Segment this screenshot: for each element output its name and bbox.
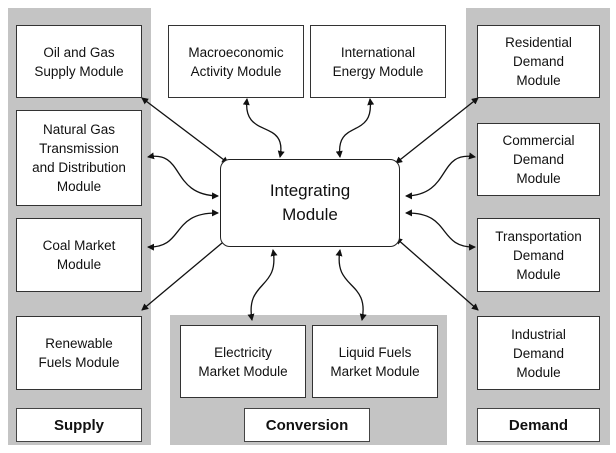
- macroeconomic-activity-module: Macroeconomic Activity Module: [168, 25, 304, 98]
- arrow-international: [335, 98, 375, 158]
- arrow-electricity: [247, 249, 278, 321]
- natural-gas-transmission-module: Natural Gas Transmission and Distributio…: [16, 110, 142, 206]
- residential-demand-module: Residential Demand Module: [477, 25, 600, 98]
- arrow-transportation: [405, 209, 476, 251]
- arrow-commercial: [405, 152, 476, 200]
- supply-label: Supply: [16, 408, 142, 442]
- liquid-fuels-market-module: Liquid Fuels Market Module: [312, 325, 438, 398]
- electricity-market-module: Electricity Market Module: [180, 325, 306, 398]
- arrow-coal: [147, 209, 219, 251]
- conversion-label: Conversion: [244, 408, 370, 442]
- arrow-oil-gas: [141, 97, 229, 164]
- commercial-demand-module: Commercial Demand Module: [477, 123, 600, 196]
- arrow-natural-gas: [147, 152, 219, 200]
- arrow-macro: [242, 98, 285, 158]
- transportation-demand-module: Transportation Demand Module: [477, 218, 600, 292]
- international-energy-module: International Energy Module: [310, 25, 446, 98]
- industrial-demand-module: Industrial Demand Module: [477, 316, 600, 390]
- oil-gas-supply-module: Oil and Gas Supply Module: [16, 25, 142, 98]
- demand-label: Demand: [477, 408, 600, 442]
- arrow-liquid-fuels: [335, 249, 367, 321]
- renewable-fuels-module: Renewable Fuels Module: [16, 316, 142, 390]
- coal-market-module: Coal Market Module: [16, 218, 142, 292]
- arrow-renewable: [141, 237, 229, 311]
- integrating-module: Integrating Module: [220, 159, 400, 247]
